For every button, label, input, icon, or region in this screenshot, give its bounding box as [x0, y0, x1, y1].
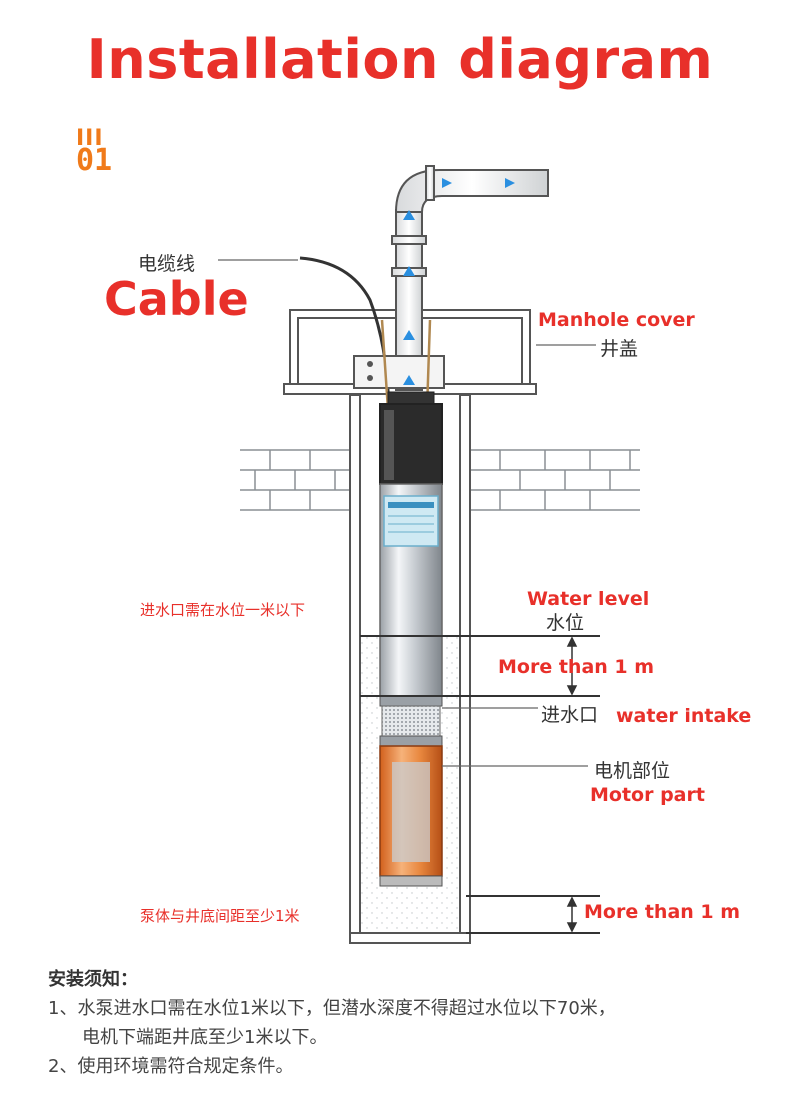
intake-note-cn: 进水口需在水位一米以下	[140, 601, 306, 619]
ground-brick-left	[240, 449, 352, 511]
intake-label-en: water intake	[616, 705, 752, 727]
manhole-label-cn: 井盖	[600, 338, 639, 360]
bottom-note-cn: 泵体与井底间距至少1米	[140, 907, 300, 925]
motor-label-en: Motor part	[590, 784, 705, 806]
dimension-arrows	[566, 636, 578, 933]
level-lines	[360, 635, 600, 934]
page-title: Installation diagram	[86, 28, 714, 91]
water-level-label-cn: 水位	[546, 612, 585, 634]
lower-distance-label: More than 1 m	[584, 901, 741, 923]
badge-bars: III	[76, 126, 104, 151]
flow-arrows	[403, 178, 515, 385]
step-badge: III 01	[76, 128, 112, 176]
motor-label-cn: 电机部位	[594, 760, 671, 782]
water-level-label-en: Water level	[527, 588, 650, 610]
note-item-1-line-1: 1、水泵进水口需在水位1米以下，但潜水深度不得超过水位以下70米，	[48, 998, 616, 1019]
clamp-box	[353, 355, 445, 389]
note-item-2: 2、使用环境需符合规定条件。	[48, 1056, 294, 1077]
cable-label-en: Cable	[104, 272, 249, 326]
cable-label-cn: 电缆线	[138, 253, 196, 275]
notes-heading: 安装须知：	[48, 969, 138, 990]
pump-body	[379, 391, 443, 887]
installation-notes: 安装须知： 1、水泵进水口需在水位1米以下，但潜水深度不得超过水位以下70米， …	[48, 965, 616, 1081]
badge-number: 01	[76, 143, 113, 178]
note-item-1-line-2: 电机下端距井底至少1米以下。	[82, 1027, 328, 1048]
upper-distance-label: More than 1 m	[498, 656, 655, 678]
intake-label-cn: 进水口	[541, 704, 599, 726]
ground-brick-right	[470, 449, 640, 511]
cable	[299, 256, 391, 429]
manhole-label-en: Manhole cover	[538, 309, 695, 331]
